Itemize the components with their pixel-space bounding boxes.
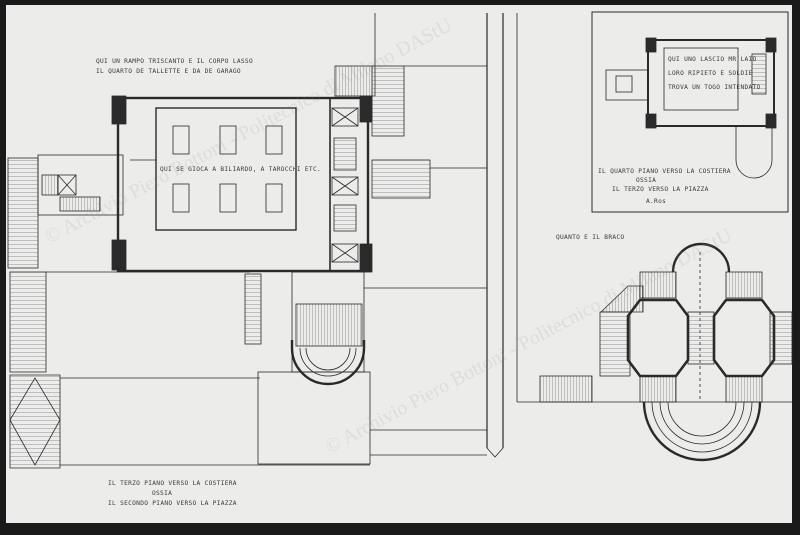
note-top-1: QUI UN RAMPO TRISCANTO E IL CORPO LASSO <box>96 58 253 65</box>
billiard-table <box>265 183 283 213</box>
semicircle-stair <box>290 340 366 386</box>
inset-signature: A.Ros <box>646 198 667 205</box>
service-cross <box>331 176 359 196</box>
bottom-caption-1: IL TERZO PIANO VERSO LA COSTIERA <box>108 480 237 487</box>
exedra-step <box>667 401 737 437</box>
garden-stair <box>639 375 677 403</box>
note-billiard-room: QUI SE GIOCA A BILIARDO, A TAROCCHI ETC. <box>160 166 322 173</box>
inset-tower <box>765 113 777 129</box>
service-room <box>331 176 359 196</box>
billiard-table <box>219 125 237 155</box>
roof-hip <box>9 377 61 466</box>
stair-flight <box>334 65 376 97</box>
garden-title: QUANTO E IL BRACO <box>556 234 625 241</box>
garden-octagon <box>626 298 690 378</box>
bottom-caption-3: IL SECONDO PIANO VERSO LA PIAZZA <box>108 500 237 507</box>
stair-arrow <box>57 174 77 196</box>
note-inset-3: TROVA UN TOGO INTENDATO <box>668 84 761 91</box>
service-cross <box>331 243 359 263</box>
garden-apse <box>671 242 731 273</box>
service-stair <box>333 204 357 232</box>
road-end <box>486 447 504 458</box>
inset-caption-3: IL TERZO VERSO LA PIAZZA <box>612 186 709 193</box>
semicircle-step <box>305 347 351 371</box>
exedra-step <box>659 401 745 445</box>
inset-caption-1: IL QUARTO PIANO VERSO LA COSTIERA <box>598 168 731 175</box>
semicircle-step <box>299 347 357 377</box>
left-stair-roof <box>9 374 61 469</box>
stair-flight <box>244 273 262 345</box>
billiard-table <box>172 183 190 213</box>
main-building <box>116 96 370 273</box>
inset-tower <box>645 113 657 129</box>
corner-tower <box>359 243 373 273</box>
garden-exedra <box>642 401 762 462</box>
service-room <box>331 107 359 127</box>
inset-caption-2: OSSIA <box>636 177 657 184</box>
billiard-table <box>265 125 283 155</box>
inset-tower <box>645 37 657 53</box>
billiard-table <box>219 183 237 213</box>
stair-landing <box>57 174 77 196</box>
stair-steps <box>59 196 101 212</box>
stair-flight <box>371 159 431 199</box>
garden-octagon <box>712 298 776 378</box>
inset-apse <box>735 126 773 179</box>
inset-stair <box>615 75 633 93</box>
garden-stair <box>725 271 763 299</box>
stair-steps <box>295 303 363 347</box>
lower-court <box>257 371 371 465</box>
left-terrace <box>7 157 39 269</box>
stair-steps <box>41 174 59 196</box>
bottom-caption-2: OSSIA <box>152 490 173 497</box>
inset-annex <box>605 69 649 101</box>
note-inset-2: LORO RIPIETO E SOLDIE <box>668 70 753 77</box>
garden-stair <box>687 311 715 365</box>
garden-stair <box>539 375 593 403</box>
corner-tower <box>111 95 127 125</box>
garden-stair <box>725 375 763 403</box>
corner-tower <box>359 95 373 123</box>
service-stair <box>333 137 357 171</box>
exedra-step <box>651 401 753 453</box>
service-cross <box>331 107 359 127</box>
note-top-2: IL QUARTO DE TALLETTE E DA DE GARAGO <box>96 68 241 75</box>
garden-stair <box>769 311 793 365</box>
note-inset-1: QUI UNO LASCIO MR LAIO <box>668 56 757 63</box>
inset-frame <box>591 11 789 213</box>
entrance-wing <box>37 154 124 216</box>
garden-stair <box>599 311 631 377</box>
inset-room <box>663 47 739 111</box>
inset-tower <box>765 37 777 53</box>
garden-stair <box>639 271 677 299</box>
service-room <box>331 243 359 263</box>
corner-tower <box>111 239 127 271</box>
left-roof <box>9 271 47 373</box>
inset-stair <box>751 53 767 95</box>
billiard-table <box>172 125 190 155</box>
stair-flight <box>371 65 405 137</box>
billiard-room <box>155 107 297 231</box>
